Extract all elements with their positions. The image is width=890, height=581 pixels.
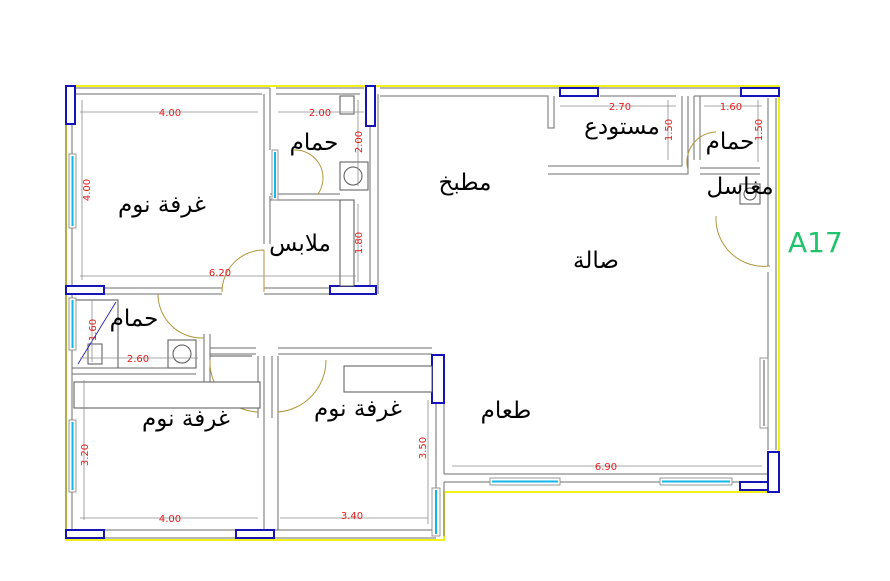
room-label-bathroom: حمام [110, 306, 159, 332]
room-label-bathroom: حمام [706, 129, 755, 155]
fixtures [73, 95, 761, 409]
room-label-dining: طعام [481, 398, 532, 424]
dimension-label: 3.40 [341, 511, 363, 522]
room-label-storage: مستودع [584, 114, 660, 140]
window [489, 477, 561, 486]
wardrobe [73, 381, 261, 409]
window [68, 419, 77, 493]
dimension-label: 4.00 [159, 514, 181, 525]
toilet-fixture [87, 343, 103, 365]
dimension-label: 2.60 [127, 354, 149, 365]
plot-boundary [65, 85, 780, 541]
window [68, 297, 77, 351]
dimension-label: 3.50 [418, 437, 429, 459]
room-label-bedroom: غرفة نوم [118, 192, 206, 218]
dimension-label: 1.80 [354, 232, 365, 254]
interior-walls [72, 94, 760, 530]
column [329, 285, 377, 295]
window [759, 357, 769, 429]
doors [157, 131, 771, 413]
dimension-lines [80, 100, 762, 524]
column [559, 87, 599, 97]
dimension-label: 4.00 [82, 179, 93, 201]
dimension-label: 2.00 [309, 108, 331, 119]
column [431, 354, 445, 404]
column [767, 451, 780, 493]
room-label-bedroom: غرفة نوم [314, 396, 402, 422]
dimension-label: 1.60 [720, 102, 742, 113]
columns [65, 85, 780, 539]
window [659, 477, 733, 486]
wardrobe [343, 365, 433, 393]
door-arc [221, 249, 265, 293]
door-arc [277, 359, 327, 413]
column [65, 285, 105, 295]
closet-shelf [339, 199, 355, 287]
plot-tag: A17 [788, 226, 843, 259]
column [65, 85, 76, 125]
dimension-label: 6.90 [595, 462, 617, 473]
windows [68, 149, 769, 537]
window [271, 149, 279, 201]
dimension-label: 4.00 [159, 108, 181, 119]
exterior-walls [65, 87, 777, 539]
dimension-label: 3.20 [80, 444, 91, 466]
room-label-closet: ملابس [269, 231, 331, 257]
room-label-bedroom: غرفة نوم [142, 406, 230, 432]
door-arc [715, 215, 771, 267]
column [739, 481, 769, 491]
room-labels: غرفة نوم حمام ملابس مطبخ مستودع حمام مغا… [110, 114, 774, 432]
dimension-label: 6.20 [209, 268, 231, 279]
dimension-label: 2.00 [354, 131, 365, 153]
window [431, 487, 441, 537]
shower-fixture [339, 95, 355, 115]
room-label-sinks: مغاسل [706, 174, 773, 200]
door-arc [157, 293, 205, 339]
column [65, 529, 105, 539]
door-arc [293, 149, 324, 195]
dimension-label: 1.60 [88, 319, 99, 341]
window [68, 153, 77, 229]
column [740, 87, 780, 97]
dimension-label: 1.50 [754, 119, 765, 141]
room-label-hall: صالة [573, 248, 619, 274]
door-arc [686, 131, 717, 171]
dimension-label: 2.70 [609, 102, 631, 113]
column [365, 85, 376, 127]
room-label-bathroom: حمام [290, 130, 339, 156]
column [235, 529, 275, 539]
dimension-labels: 4.00 2.00 2.00 4.00 1.80 6.20 2.70 1.50 … [80, 102, 765, 525]
dimension-label: 1.50 [664, 119, 675, 141]
room-label-kitchen: مطبخ [439, 170, 492, 196]
